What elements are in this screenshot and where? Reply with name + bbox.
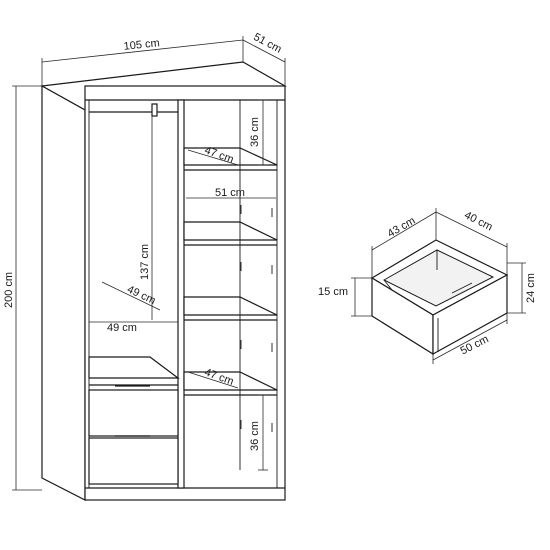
label-height: 200 cm [3, 272, 15, 308]
central-divider [177, 99, 185, 489]
drawer-dimensions [351, 208, 526, 364]
label-shelf-gap-top: 36 cm [249, 117, 261, 147]
label-drawer-height-total: 24 cm [525, 273, 537, 303]
label-shelf-gap-bottom: 36 cm [249, 421, 261, 451]
label-drawer-height-front: 15 cm [318, 286, 348, 298]
shelf-pin-holes [240, 205, 273, 432]
label-depth: 51 cm [251, 31, 283, 56]
label-rail-width: 49 cm [107, 322, 137, 334]
drawer-front-upper [88, 389, 179, 437]
drawer-front-lower [88, 437, 179, 485]
right-shelves [183, 147, 278, 396]
drawer-drawing [370, 239, 509, 356]
label-drawer-width-front: 43 cm [386, 215, 418, 240]
label-hanging-height: 137 cm [139, 244, 151, 280]
label-drawer-depth: 40 cm [462, 209, 494, 233]
wardrobe-dimensions [12, 36, 286, 491]
wardrobe-drawing [40, 61, 287, 501]
left-bottom-shelf [88, 356, 180, 379]
label-width: 105 cm [123, 37, 160, 53]
drawer-inside [382, 249, 495, 307]
wardrobe-left-side [41, 84, 86, 501]
label-shelf-width: 51 cm [215, 187, 245, 199]
